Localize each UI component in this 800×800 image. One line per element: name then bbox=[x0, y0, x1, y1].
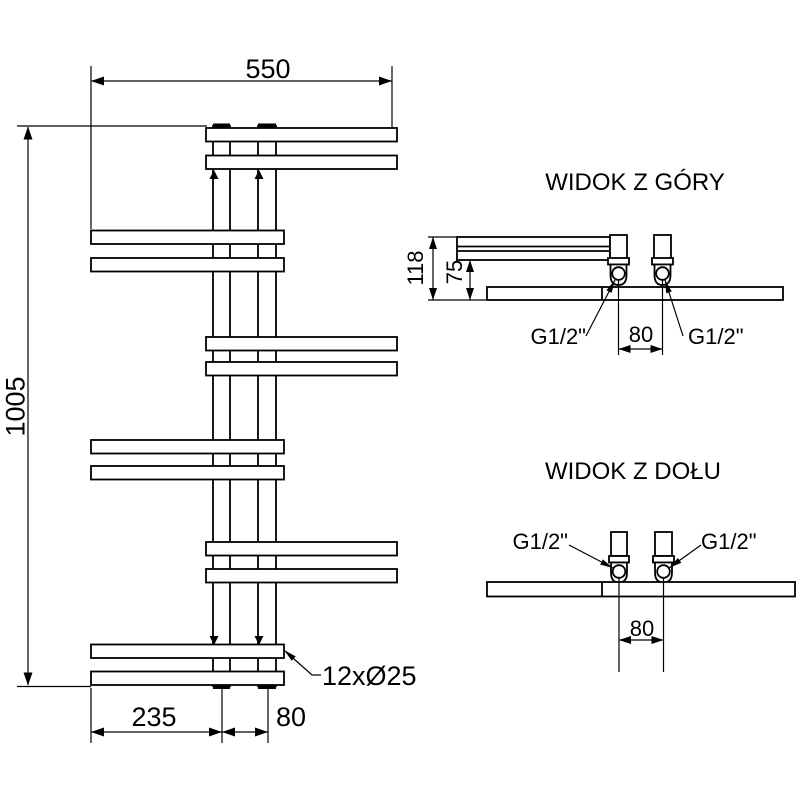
bottom-view-connection-left bbox=[611, 564, 627, 579]
arrow-118-bottom bbox=[429, 288, 437, 300]
dim-label-depth-total: 118 bbox=[403, 250, 428, 286]
dim-label-width: 550 bbox=[245, 54, 291, 84]
bottom-view-flange-right bbox=[652, 555, 675, 564]
tube-cap-bottom-right bbox=[258, 684, 276, 689]
fitting-label-bottom-right: G1/2" bbox=[701, 529, 757, 554]
flow-arrow-up-right bbox=[254, 170, 264, 179]
dim-label-bottom-spacing: 80 bbox=[629, 616, 655, 641]
tube-cap-top-right bbox=[258, 123, 276, 128]
tube-cap-bottom-left bbox=[213, 684, 230, 689]
bar-l3 bbox=[90, 439, 285, 455]
top-view bbox=[456, 234, 784, 301]
tube-cap-top-left bbox=[213, 123, 230, 128]
top-view-wall-plate bbox=[486, 286, 784, 301]
top-view-bar-group bbox=[456, 236, 611, 261]
arrow-80b-right bbox=[651, 636, 664, 644]
dim-label-height: 1005 bbox=[0, 376, 31, 437]
bar-l1 bbox=[90, 229, 285, 245]
bar-r6 bbox=[205, 568, 398, 584]
front-view bbox=[90, 123, 398, 689]
arrow-80-left bbox=[222, 727, 235, 737]
dim-label-top-spacing: 80 bbox=[628, 322, 654, 347]
arrow-leader-tube-note bbox=[284, 650, 296, 661]
bar-r1 bbox=[205, 127, 398, 143]
arrow-550-right bbox=[379, 76, 392, 86]
top-view-connection-left bbox=[611, 266, 626, 281]
bar-l5 bbox=[90, 643, 285, 659]
bar-r5 bbox=[205, 541, 398, 557]
arrow-235-right bbox=[209, 727, 222, 737]
flow-arrow-down-right bbox=[254, 636, 264, 645]
fitting-label-bottom-left: G1/2" bbox=[512, 529, 568, 554]
arrow-75-bottom bbox=[466, 288, 474, 300]
arrow-leader-g12-bottom-right bbox=[669, 558, 682, 568]
dim-label-tube-spacing: 80 bbox=[275, 702, 307, 732]
fitting-label-top-left: G1/2" bbox=[530, 324, 586, 349]
top-view-connection-right bbox=[655, 266, 670, 281]
top-view-flange-left bbox=[607, 257, 630, 266]
arrow-1005-top bbox=[23, 126, 33, 140]
top-view-tube-right bbox=[653, 234, 672, 260]
bottom-view-tube-left bbox=[610, 531, 628, 557]
arrow-75-top bbox=[466, 260, 474, 272]
arrow-235-left bbox=[91, 727, 104, 737]
bar-l2 bbox=[90, 257, 285, 273]
collector-tube-right bbox=[257, 125, 277, 687]
arrow-80b-left bbox=[619, 636, 631, 644]
flow-arrow-down-left bbox=[209, 636, 219, 645]
arrow-550-left bbox=[91, 76, 104, 86]
arrow-1005-bottom bbox=[23, 672, 33, 686]
top-view-tube-left bbox=[609, 234, 628, 260]
bottom-view-dimensions bbox=[568, 544, 702, 672]
bottom-view-flange-left bbox=[608, 555, 630, 564]
arrow-80t-right bbox=[650, 345, 663, 353]
arrow-80t-left bbox=[618, 345, 631, 353]
bottom-view-wall-plate bbox=[486, 581, 796, 598]
dim-label-left-offset: 235 bbox=[131, 702, 177, 732]
leader-line-tube-note bbox=[284, 650, 321, 676]
tube-note-label: 12xØ25 bbox=[322, 661, 417, 691]
arrow-80-right bbox=[255, 727, 268, 737]
front-view-dimensions bbox=[17, 66, 393, 743]
bottom-view-title: WIDOK Z DOŁU bbox=[544, 458, 721, 485]
bottom-view-tube-right bbox=[654, 531, 673, 557]
top-view-title: WIDOK Z GÓRY bbox=[545, 169, 725, 196]
flow-arrow-up-left bbox=[209, 170, 219, 179]
arrow-leader-g12-bottom-left bbox=[600, 559, 613, 568]
fitting-label-top-right: G1/2" bbox=[688, 324, 744, 349]
bottom-view-connection-right bbox=[656, 564, 671, 579]
arrow-leader-g12-top-left bbox=[606, 280, 615, 293]
bar-l6 bbox=[90, 670, 285, 686]
bottom-view bbox=[486, 531, 796, 598]
arrow-118-top bbox=[429, 237, 437, 249]
collector-tube-left bbox=[212, 125, 231, 687]
bar-r4 bbox=[205, 361, 398, 377]
top-view-dimensions bbox=[428, 236, 684, 355]
bar-r2 bbox=[205, 154, 398, 170]
top-view-flange-right bbox=[651, 257, 674, 266]
bar-l4 bbox=[90, 465, 285, 481]
dim-label-depth-collector: 75 bbox=[442, 259, 467, 285]
arrow-leader-g12-top-right bbox=[665, 280, 672, 294]
bar-r3 bbox=[205, 336, 398, 352]
